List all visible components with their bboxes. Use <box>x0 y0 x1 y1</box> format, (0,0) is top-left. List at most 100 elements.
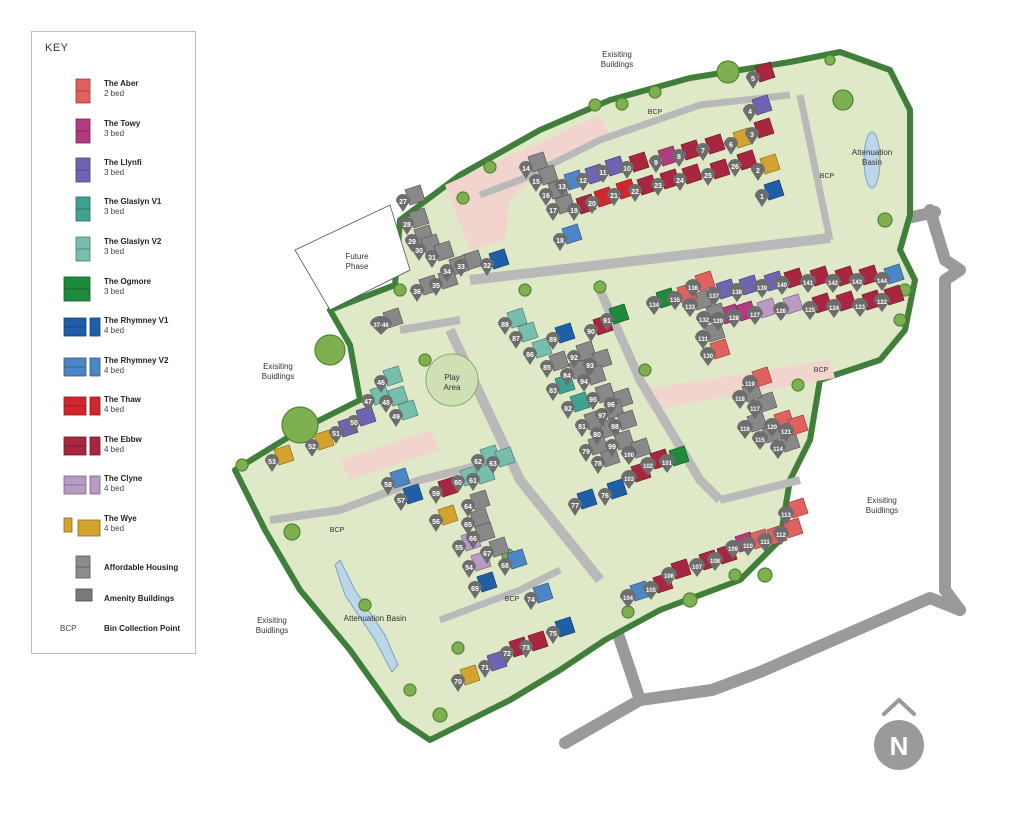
plot-pin-60: 60 <box>451 475 465 493</box>
plot-pin-85: 85 <box>540 360 554 378</box>
plot-number: 127 <box>750 313 761 319</box>
plot-number: 31 <box>428 255 436 262</box>
plot-pin-47: 47 <box>361 394 375 412</box>
plot-number: 36 <box>413 289 421 296</box>
house-aber-icon <box>75 78 91 104</box>
plot-number: 19 <box>570 208 578 215</box>
key-row-affordable: Affordable Housing <box>32 554 197 590</box>
plot-pin-80: 80 <box>590 427 604 445</box>
key-house-beds: 3 bed <box>104 168 125 177</box>
plot-number: 84 <box>563 373 571 380</box>
key-house-beds: 2 bed <box>104 89 125 98</box>
key-house-name: The Glaslyn V2 <box>104 237 162 246</box>
plot-pin-113: 113 <box>778 506 794 525</box>
plot-number: 93 <box>586 363 594 370</box>
plot-number: 142 <box>828 281 839 287</box>
key-house-name: The Clyne <box>104 474 143 483</box>
key-row-bcp: BCP Bin Collection Point <box>32 615 197 651</box>
plot-pin-99: 99 <box>605 439 619 457</box>
plot-number: 51 <box>332 431 340 438</box>
key-house-beds: 4 bed <box>104 524 125 533</box>
plot-number: 86 <box>526 352 534 359</box>
plot-number: 111 <box>760 540 770 546</box>
plot-pin-127: 127 <box>747 306 763 325</box>
plot-number: 107 <box>692 565 703 571</box>
key-bcp-abbr: BCP <box>60 624 77 633</box>
plot-pin-61: 61 <box>466 473 480 491</box>
plot-pin-94: 94 <box>577 374 591 392</box>
key-house-beds: 4 bed <box>104 484 125 493</box>
plot-number: 102 <box>643 464 654 470</box>
plot-number: 15 <box>532 179 540 186</box>
plot-pin-123: 123 <box>852 298 868 317</box>
plot-pin-78: 78 <box>591 456 605 474</box>
plot-number: 59 <box>432 491 440 498</box>
plot-pin-31: 31 <box>425 250 439 268</box>
plot-pin-62: 62 <box>471 454 485 472</box>
plot-pin-119: 119 <box>742 375 758 394</box>
plot-pin-30: 30 <box>412 243 426 261</box>
plot-pin-51: 51 <box>329 426 343 444</box>
plot-pin-79: 79 <box>579 444 593 462</box>
key-house-name: The Rhymney V2 <box>104 356 169 365</box>
plot-pin-87: 87 <box>509 331 523 349</box>
plot-pin-129: 129 <box>710 312 726 331</box>
plot-number: 67 <box>483 551 491 558</box>
plot-pin-102: 102 <box>640 457 656 476</box>
plot-pin-29: 29 <box>405 234 419 252</box>
plot-number: 128 <box>729 316 740 322</box>
key-house-beds: 4 bed <box>104 405 125 414</box>
north-label: N <box>890 731 909 761</box>
plot-pin-105: 105 <box>643 581 659 600</box>
plot-pin-122: 122 <box>874 293 890 312</box>
plot-number: 92 <box>570 355 578 362</box>
plot-pin-116: 116 <box>737 420 753 439</box>
plot-pin-134: 134 <box>646 296 662 315</box>
plot-number: 71 <box>481 665 489 672</box>
plot-pin-98: 98 <box>608 419 622 437</box>
plot-number: 108 <box>710 559 721 565</box>
plot-pin-71: 71 <box>478 660 492 678</box>
plot-pin-83: 83 <box>546 383 560 401</box>
plot-pin-5: 5 <box>746 71 760 89</box>
key-house-name: The Glaslyn V1 <box>104 197 162 206</box>
plot-pin-106: 106 <box>661 567 677 586</box>
plot-number: 7 <box>701 148 705 155</box>
plot-number: 30 <box>415 248 423 255</box>
plot-pin-22: 22 <box>628 184 642 202</box>
key-row-amenity: Amenity Buildings <box>32 585 197 621</box>
plot-pin-121: 121 <box>778 423 794 442</box>
key-title: KEY <box>45 42 69 54</box>
plot-number: 33 <box>457 264 465 271</box>
plot-number: 32 <box>483 263 491 270</box>
plot-pin-108: 108 <box>707 552 723 571</box>
plot-pin-10: 10 <box>620 161 634 179</box>
plot-pin-96: 96 <box>604 397 618 415</box>
plot-pin-131: 131 <box>695 330 711 349</box>
house-glaslyn-v1-icon <box>75 196 91 222</box>
plot-number: 29 <box>408 239 416 246</box>
key-label-bcp: Bin Collection Point <box>104 624 180 633</box>
plot-pin-112: 112 <box>773 526 789 545</box>
plot-pin-126: 126 <box>773 302 789 321</box>
plot-pin-53: 53 <box>265 454 279 472</box>
plot-pin-125: 125 <box>802 301 818 320</box>
plot-number: 117 <box>750 407 760 413</box>
key-house-beds: 3 bed <box>104 207 125 216</box>
plot-pin-132: 132 <box>696 311 712 330</box>
plot-pin-136: 136 <box>685 279 701 298</box>
key-label-affordable: Affordable Housing <box>104 563 179 572</box>
plot-number: 139 <box>757 286 768 292</box>
plot-pin-67: 67 <box>480 546 494 564</box>
plot-pin-107: 107 <box>689 558 705 577</box>
